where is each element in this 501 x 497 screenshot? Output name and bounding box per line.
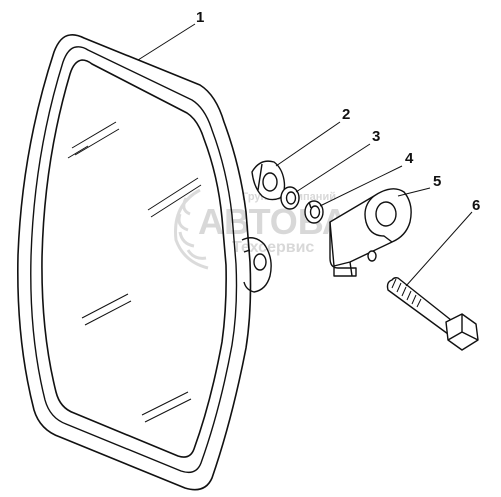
leader-3 bbox=[295, 143, 371, 193]
leader-6 bbox=[405, 211, 473, 287]
callout-4: 4 bbox=[405, 150, 414, 167]
callout-6: 6 bbox=[472, 197, 480, 214]
watermark-line3: Техсервис bbox=[232, 239, 314, 256]
part-mirror bbox=[17, 34, 272, 491]
mirror-outer-rim bbox=[17, 34, 252, 491]
callout-2: 2 bbox=[342, 106, 350, 123]
part-nut bbox=[251, 160, 286, 201]
part-spring-washer bbox=[304, 200, 324, 224]
callout-1: 1 bbox=[196, 9, 204, 26]
leader-4 bbox=[319, 165, 403, 207]
part-washer bbox=[280, 186, 300, 210]
callout-5: 5 bbox=[433, 173, 441, 190]
mirror-inner-rim bbox=[30, 46, 238, 474]
part-clamp bbox=[329, 188, 412, 277]
wreath-logo-icon bbox=[174, 188, 209, 270]
part-bolt bbox=[386, 277, 479, 351]
callout-3: 3 bbox=[372, 128, 380, 145]
leader-lines bbox=[137, 23, 473, 287]
callout-numbers: 1 2 3 4 5 6 bbox=[196, 9, 480, 214]
glass-reflection bbox=[67, 121, 202, 423]
leader-5 bbox=[397, 187, 431, 197]
bolt-thread bbox=[391, 278, 422, 308]
leader-1 bbox=[137, 23, 196, 61]
mirror-glass bbox=[41, 59, 227, 458]
mirror-mount-bracket bbox=[241, 237, 272, 293]
leader-2 bbox=[275, 121, 341, 167]
